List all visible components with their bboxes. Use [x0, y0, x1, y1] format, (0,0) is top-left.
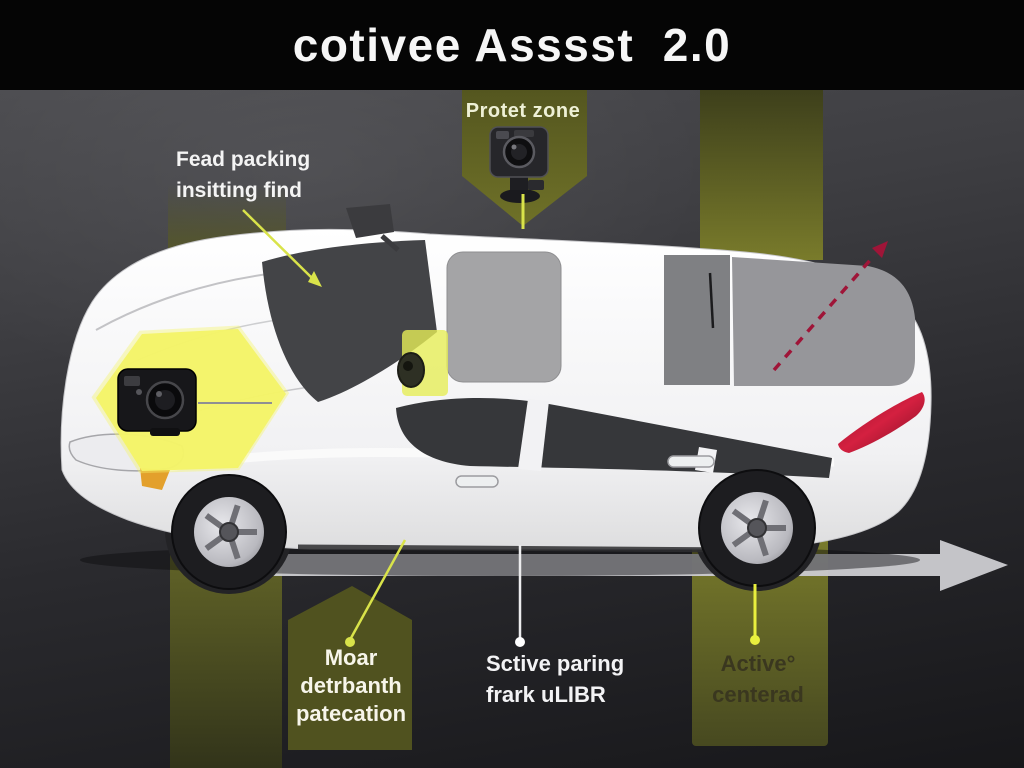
rear-wheel: [698, 469, 816, 587]
callout-rear-detection: Moar detrbanth patecation: [286, 644, 416, 728]
fog-light: [140, 468, 170, 490]
rear-detection-callout-box: [288, 586, 412, 750]
active-parking-line1: Sctive paring: [486, 651, 625, 676]
callout-active-parking: Sctive paring frark uLIBR: [486, 648, 624, 710]
front-parking-line2: insitting find: [176, 179, 302, 202]
callout-leader-lines: [242, 194, 760, 647]
parking-sensor-camera-icon: [117, 368, 272, 436]
active-parking-line2: frark uLIBR: [486, 682, 606, 707]
front-parking-line1: Fead packing: [176, 148, 311, 171]
camera-icon: [489, 126, 549, 203]
title-bar: cotivee Asssst 2.0: [0, 0, 1024, 90]
rear-zone-band-top: [700, 90, 823, 260]
callout-front-parking: Fead packing insitting find: [176, 144, 310, 206]
rear-detection-line3: patecation: [295, 701, 407, 726]
rear-detection-line2: detrbanth: [300, 673, 402, 698]
page-title: cotivee Asssst 2.0: [292, 19, 732, 71]
callout-protect-zone: Protet zone: [448, 100, 598, 123]
pillar-sensor-icon: [397, 330, 448, 396]
rear-detection-line1: Moar: [324, 645, 378, 670]
front-wheel: [171, 474, 287, 590]
lane-centering-line1: Active°: [720, 651, 796, 676]
lane-centering-line2: centerad: [712, 682, 804, 707]
side-mirror: [346, 204, 394, 238]
protect-zone-label: Protet zone: [465, 100, 581, 122]
dashed-red-arrow-icon: [772, 241, 888, 372]
taillight: [838, 392, 925, 453]
callout-lane-centering: Active° centerad: [688, 648, 828, 710]
